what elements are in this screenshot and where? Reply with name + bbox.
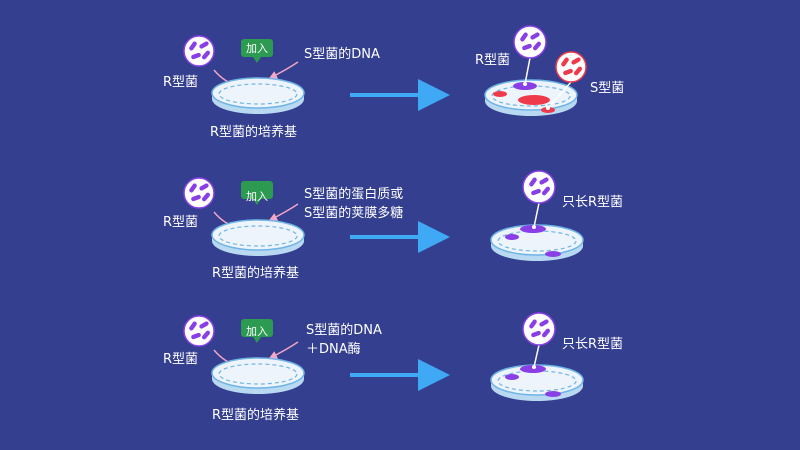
row1-s-colony-left (493, 91, 507, 97)
row1-added-substance-line1: S型菌的DNA (304, 47, 380, 62)
row1-r-bacteria-icon (183, 35, 215, 67)
row3-medium-label: R型菌的培养基 (212, 408, 300, 423)
row3-r-medium-dish (211, 357, 305, 394)
row2-r-colony-right (545, 251, 561, 257)
row2-r-bacteria-label: R型菌 (163, 215, 199, 230)
row2-r-colony-large (520, 225, 546, 233)
row1-s-colony-center (518, 95, 550, 105)
row1-add-badge-text: 加入 (246, 42, 268, 55)
row2-added-substance-line2: S型菌的荚膜多糖 (304, 206, 404, 221)
row3-r-bacteria-label: R型菌 (163, 352, 199, 367)
row1-s-magnifier-pin-magnifier (555, 51, 587, 83)
row1-add-badge (241, 39, 273, 63)
row1-right-small-arrow (268, 61, 299, 79)
row3-r-bacteria-icon (183, 315, 215, 347)
row3-r-colony-right (545, 391, 561, 397)
row3-r-magnifier-pin-magnifier (522, 312, 556, 346)
row2-r-colony-left (505, 234, 519, 240)
row1-medium-label: R型菌的培养基 (210, 125, 298, 140)
row2-medium-label: R型菌的培养基 (212, 266, 300, 281)
row3-result-label: 只长R型菌 (562, 337, 624, 352)
row2-right-small-arrow (268, 203, 299, 221)
row1-r-bacteria-label: R型菌 (163, 75, 199, 90)
row1-r-medium-dish (211, 77, 305, 114)
row1-r-magnifier-pin-magnifier (513, 25, 547, 59)
row2-added-substance-line1: S型菌的蛋白质或 (304, 187, 404, 202)
row2-r-magnifier-pin-magnifier (522, 170, 556, 204)
row1-s-magnifier-pin (546, 81, 572, 110)
row3-added-substance-line2: ＋DNA酶 (306, 342, 361, 357)
row3-r-colony-large (520, 365, 546, 373)
row3-added-substance-line1: S型菌的DNA (306, 323, 382, 338)
row3-add-badge (241, 319, 273, 343)
row3-r-magnifier-pin (532, 344, 540, 369)
row3-right-small-arrow (268, 341, 299, 359)
row2-add-badge-text: 加入 (246, 190, 268, 203)
row3-add-badge-text: 加入 (246, 325, 268, 338)
row1-result-s-label: S型菌 (590, 81, 625, 96)
row2-result-label: 只长R型菌 (562, 195, 624, 210)
row1-r-magnifier-pin (523, 57, 531, 86)
row1-result-r-label: R型菌 (475, 53, 511, 68)
row2-r-bacteria-icon (183, 177, 215, 209)
row2-r-medium-dish (211, 219, 305, 256)
row2-add-badge (241, 181, 273, 205)
row2-r-magnifier-pin (532, 202, 540, 229)
row3-r-colony-left (505, 374, 519, 380)
